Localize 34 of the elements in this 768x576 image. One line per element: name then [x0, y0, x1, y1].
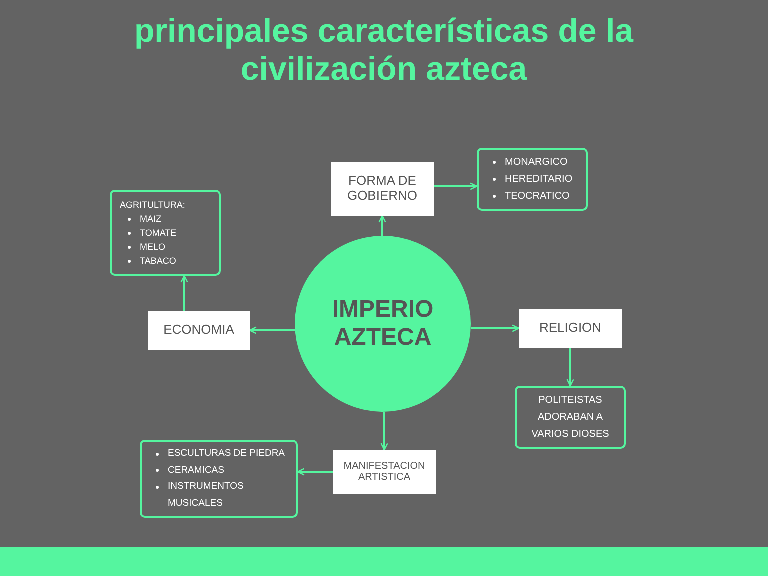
arrow	[180, 275, 188, 311]
arrow	[380, 412, 388, 451]
detail-box	[110, 190, 221, 276]
title: principales características de la civilización azteca	[134, 12, 635, 88]
topic-box	[333, 450, 436, 494]
box-label: ECONOMIA	[162, 323, 236, 338]
list-item: MAIZ	[120, 212, 211, 226]
list-item: HEREDITARIO	[487, 171, 578, 188]
detail-box	[515, 386, 626, 449]
box-text: POLITEISTAS ADORABAN A VARIOS DIOSES	[530, 394, 610, 442]
box-label: RELIGION	[538, 321, 603, 336]
arrow	[434, 182, 478, 190]
list-item: TABACO	[120, 254, 211, 268]
list-item: ESCULTURAS DE PIEDRA	[150, 446, 288, 462]
topic-box	[148, 311, 250, 350]
box-label: FORMA DE GOBIERNO	[346, 174, 419, 204]
arrow	[249, 326, 295, 334]
list-item: MELO	[120, 240, 211, 254]
list-heading: AGRITULTURA:	[120, 199, 186, 212]
arrow	[471, 324, 520, 332]
circle-title: IMPERIO AZTECA	[331, 296, 435, 352]
detail-box	[477, 148, 588, 211]
list-item: TEOCRATICO	[487, 188, 578, 205]
box-label: MANIFESTACION ARTISTICA	[342, 460, 426, 484]
list-item: MONARGICO	[487, 154, 578, 171]
topic-box	[519, 309, 622, 348]
arrow	[378, 215, 386, 236]
topic-box	[331, 162, 434, 216]
list-item: TOMATE	[120, 226, 211, 240]
arrow	[297, 468, 333, 476]
list-item: INSTRUMENTOS MUSICALES	[150, 479, 288, 512]
detail-box	[140, 440, 298, 518]
list-item: CERAMICAS	[150, 462, 288, 479]
arrow	[566, 348, 574, 387]
